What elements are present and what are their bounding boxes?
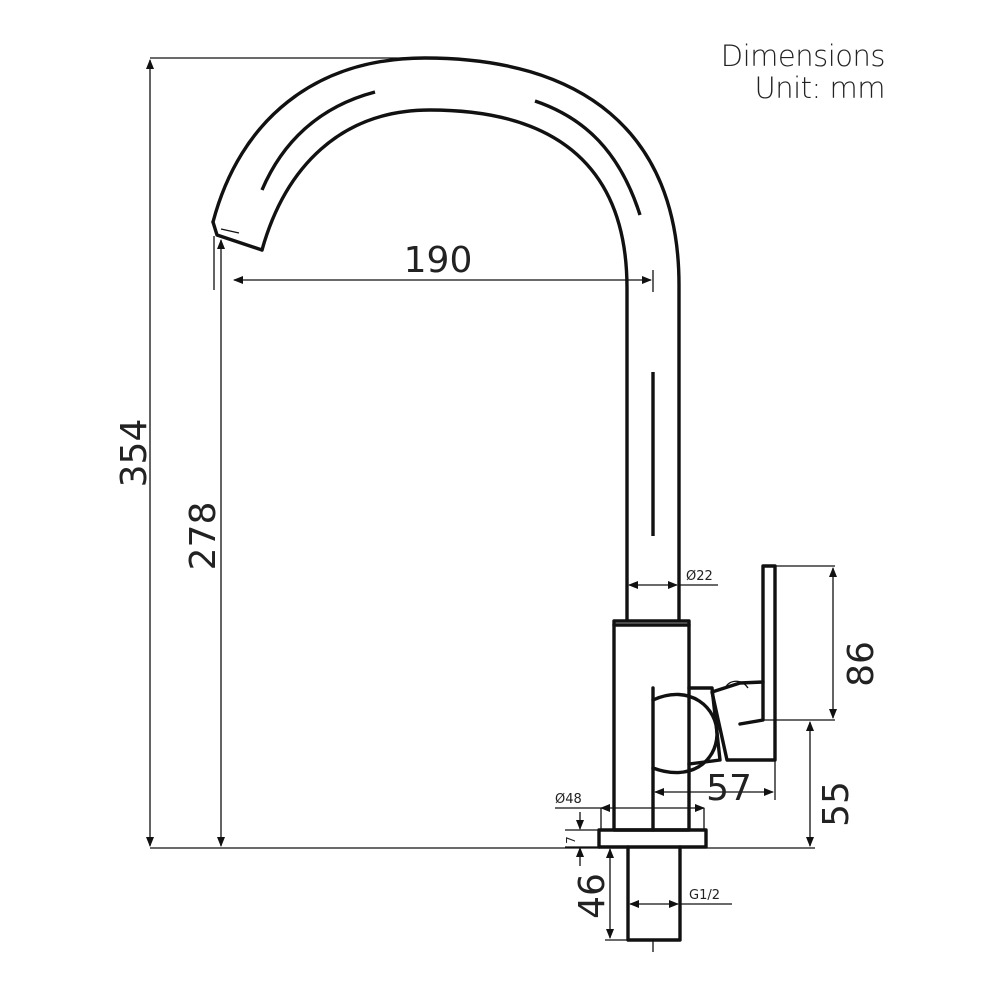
lever-hub <box>724 680 749 689</box>
spout-tip-detail <box>220 228 240 234</box>
dim-spout-height: 278 <box>183 502 224 571</box>
dome-connector <box>687 686 722 766</box>
dim-base-diameter: Ø48 <box>555 792 582 807</box>
dim-lever-height: 86 <box>841 641 882 687</box>
spout-highlight-1 <box>260 90 376 191</box>
shank <box>626 845 682 942</box>
title-block: Dimensions Unit: mm <box>720 39 886 105</box>
dim-lever-depth: 57 <box>706 768 752 809</box>
dim-tube-diameter: Ø22 <box>686 569 713 584</box>
dimension-lines <box>146 57 837 941</box>
swivel-ring <box>612 619 691 627</box>
title-dimensions: Dimensions <box>720 39 886 73</box>
dim-base-thickness: 7 <box>564 836 578 844</box>
title-unit: Unit: mm <box>754 71 885 105</box>
lever-handle <box>710 564 777 762</box>
dim-shank-length: 46 <box>572 873 613 919</box>
lever-front <box>738 680 765 726</box>
dim-lever-base-height: 55 <box>816 781 857 827</box>
dim-spout-reach: 190 <box>404 240 473 281</box>
spout-highlight-2 <box>534 99 642 216</box>
dimension-labels: 354 278 190 Ø22 86 57 55 Ø48 7 46 G1/2 <box>114 240 882 919</box>
dim-thread: G1/2 <box>689 888 720 903</box>
dim-overall-height: 354 <box>114 419 155 488</box>
spout-tip <box>211 220 264 252</box>
faucet-outline <box>211 56 777 952</box>
spout-outer <box>211 56 681 622</box>
spout-inner <box>260 108 629 622</box>
base-plate <box>597 828 708 849</box>
